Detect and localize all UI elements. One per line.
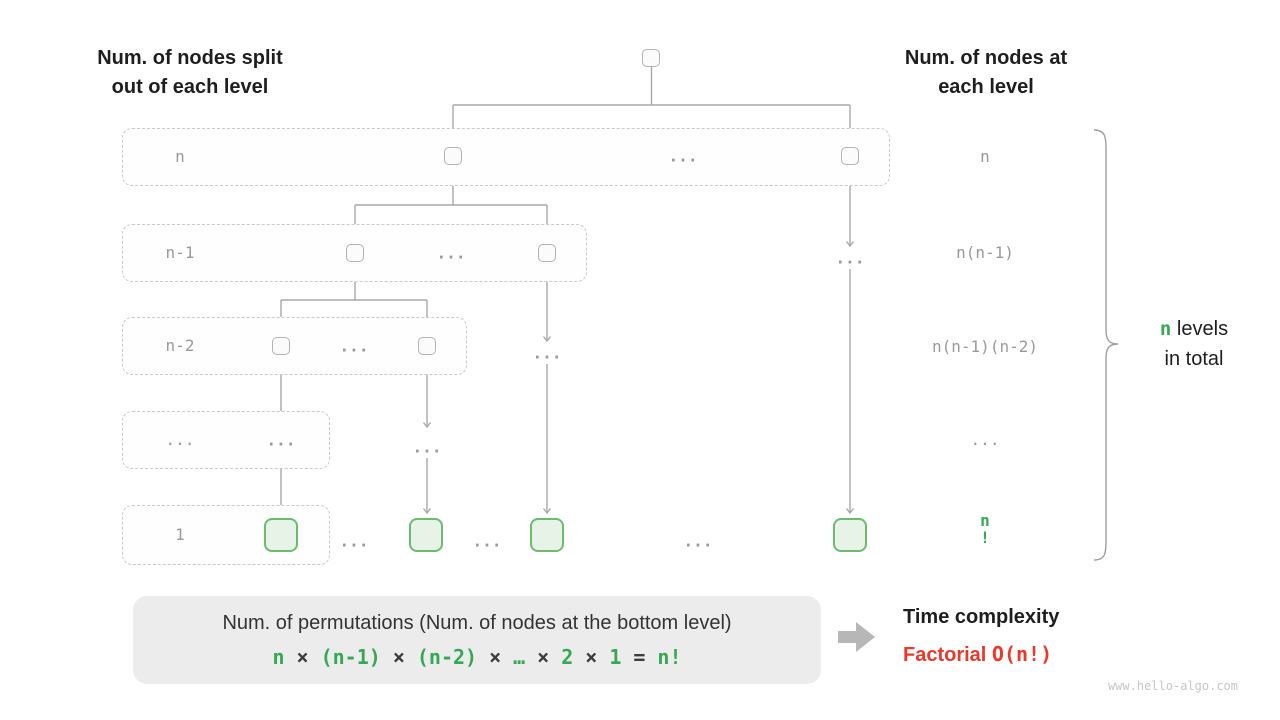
time-complexity-value: Factorial O(n!) [903,642,1059,667]
brace [1093,129,1119,561]
brace-line1-rest: levels [1171,318,1229,340]
brace-label-line2: in total [1164,348,1224,370]
ellipsis: ... [339,336,369,356]
equation-token: (n-2) [416,644,478,669]
complexity-notation: O(n!) [991,642,1053,666]
tree-node [346,244,364,262]
level-count-label-3: n(n-1)(n-2) [932,337,1038,356]
level-box-1 [122,128,890,186]
equation-token: (n-1) [320,644,381,669]
level-split-label-1: n [175,147,185,166]
brace-label-line1: n levels [1110,314,1278,344]
level-split-label-4: ... [165,430,195,449]
ellipsis: ... [436,243,466,263]
equation-token: n! [657,644,682,669]
level-box-5 [122,505,330,565]
equation-token: = [633,644,646,669]
equation-token: × [537,644,550,669]
right-column-header: Num. of nodes at each level [904,47,1068,98]
brace-label: n levels in total [1110,314,1278,374]
ellipsis: ... [412,437,442,457]
ellipsis: ... [683,531,713,551]
level-count-label-4: ... [970,430,1000,449]
equation-token: × [296,644,309,669]
tree-node [418,337,436,355]
level-count-label-2: n(n-1) [956,243,1014,262]
leaf-node [264,518,298,552]
brace-n: n [1159,318,1172,340]
formula-panel: Num. of permutations (Num. of nodes at t… [133,596,821,684]
equation-token: × [489,644,502,669]
ellipsis: ... [472,531,502,551]
equation-token: 2 [561,644,574,669]
tree-node [538,244,556,262]
connector-root-split [453,67,850,106]
level-split-label-2: n-1 [165,243,195,262]
result-block: Time complexity Factorial O(n!) [903,606,1059,667]
level-count-label-1: n [980,147,990,166]
equation-token: 1 [609,644,622,669]
equation-token: × [585,644,598,669]
equation-token: n [272,644,285,669]
tree-node-root [642,49,660,67]
equation-token: × [392,644,405,669]
level-split-label-3: n-2 [165,336,195,355]
level-split-label-5: 1 [175,525,185,544]
tree-node [272,337,290,355]
ellipsis: ... [266,430,296,450]
arrow-right-icon [838,622,875,652]
time-complexity-title: Time complexity [903,606,1060,628]
tree-node [444,147,462,165]
complexity-name: Factorial [903,644,987,666]
level-box-4 [122,411,330,469]
level-count-label-5: n ! [980,511,990,547]
ellipsis: ... [835,248,865,268]
leaf-node [530,518,564,552]
watermark: www.hello-algo.com [1107,679,1238,693]
formula-equation: n × (n-1) × (n-2) × … × 2 × 1 = n! [273,645,682,669]
leaf-node [409,518,443,552]
ellipsis: ... [532,343,562,363]
equation-token: … [513,644,526,669]
ellipsis: ... [339,531,369,551]
ellipsis: ... [668,146,698,166]
left-column-header: Num. of nodes split out of each level [97,47,283,98]
level-box-2 [122,224,587,282]
leaf-node [833,518,867,552]
tree-node [841,147,859,165]
level-box-3 [122,317,467,375]
formula-title: Num. of permutations (Num. of nodes at t… [222,611,732,634]
